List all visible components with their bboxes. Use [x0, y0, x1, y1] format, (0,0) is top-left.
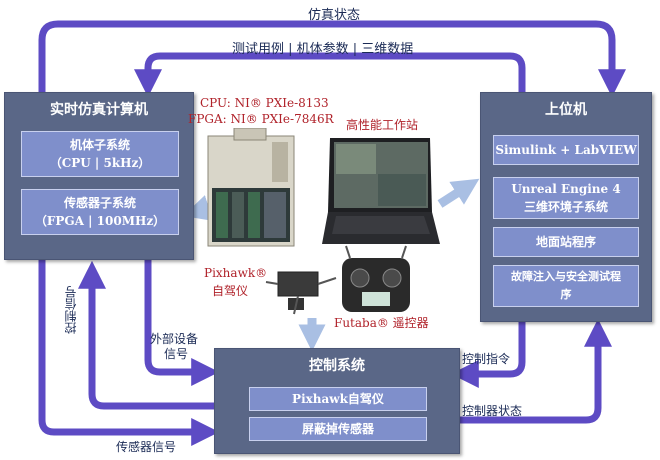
host-item-ue4-line1: Unreal Engine 4 — [511, 182, 621, 196]
sensor-subsystem-line2: （FPGA | 100MHz） — [34, 214, 166, 228]
control-system-panel: 控制系统 Pixhawk自驾仪 屏蔽掉传感器 — [214, 348, 460, 454]
host-computer-panel: 上位机 Simulink + LabVIEW Unreal Engine 4 三… — [480, 92, 652, 322]
label-controller-state: 控制器状态 — [462, 404, 523, 418]
control-item-masked-sensor: 屏蔽掉传感器 — [249, 417, 427, 441]
realtime-computer-panel: 实时仿真计算机 机体子系统 （CPU | 5kHz） 传感器子系统 （FPGA … — [4, 92, 194, 260]
cpu-label: CPU: NI® PXIe-8133 — [200, 96, 329, 110]
label-control-cmd: 控制指令 — [462, 352, 511, 366]
arrow-controller-state — [458, 318, 612, 424]
pixhawk-label-2: 自驾仪 — [212, 284, 249, 298]
pxi-chassis-image — [207, 128, 295, 247]
arrow-test-params — [134, 52, 526, 98]
pixhawk-label-1: Pixhawk® — [204, 266, 268, 280]
arrow-control-signal — [78, 260, 214, 410]
arrow-hw-right — [437, 178, 480, 208]
host-item-ue4: Unreal Engine 4 三维环境子系统 — [493, 177, 639, 219]
arrow-sim-state — [38, 20, 626, 98]
label-sim-state: 仿真状态 — [308, 8, 361, 23]
host-item-simulink-text: Simulink + LabVIEW — [495, 143, 637, 157]
host-item-ground-station-text: 地面站程序 — [535, 235, 596, 249]
arrow-sensor-signal — [38, 258, 220, 446]
arrow-external-signal — [144, 258, 220, 386]
control-item-pixhawk-text: Pixhawk自驾仪 — [292, 392, 384, 406]
body-subsystem-line1: 机体子系统 — [69, 138, 130, 152]
pixhawk-image — [265, 271, 337, 315]
sensor-subsystem-line1: 传感器子系统 — [63, 196, 136, 210]
host-title: 上位机 — [545, 102, 587, 118]
host-item-ground-station: 地面站程序 — [493, 227, 639, 257]
host-item-simulink: Simulink + LabVIEW — [493, 135, 639, 165]
body-subsystem-line2: （CPU | 5kHz） — [49, 156, 151, 170]
arrow-control-cmd — [450, 322, 526, 388]
laptop-image — [322, 138, 440, 244]
label-test-params: 测试用例 | 机体参数 | 三维数据 — [232, 42, 414, 57]
sensor-subsystem: 传感器子系统 （FPGA | 100MHz） — [21, 189, 179, 235]
label-sensor-signal: 传感器信号 — [116, 440, 177, 454]
label-control-signal: 控制信号 — [64, 286, 78, 334]
realtime-title: 实时仿真计算机 — [50, 102, 148, 118]
futaba-label: Futaba® 遥控器 — [334, 316, 429, 330]
control-item-pixhawk: Pixhawk自驾仪 — [249, 387, 427, 411]
host-item-ue4-line2: 三维环境子系统 — [523, 200, 608, 214]
host-item-fault-line2: 序 — [560, 288, 572, 301]
label-external-1: 外部设备 — [150, 332, 199, 346]
fpga-label: FPGA: NI® PXIe-7846R — [188, 112, 334, 126]
host-item-fault-injection: 故障注入与安全测试程 序 — [493, 265, 639, 307]
futaba-remote-image — [342, 245, 410, 312]
label-external-2: 信号 — [164, 347, 189, 361]
host-item-fault-line1: 故障注入与安全测试程 — [511, 270, 621, 283]
body-subsystem: 机体子系统 （CPU | 5kHz） — [21, 131, 179, 177]
control-title: 控制系统 — [309, 358, 365, 374]
workstation-label: 高性能工作站 — [346, 118, 419, 132]
control-item-masked-text: 屏蔽掉传感器 — [301, 422, 374, 436]
